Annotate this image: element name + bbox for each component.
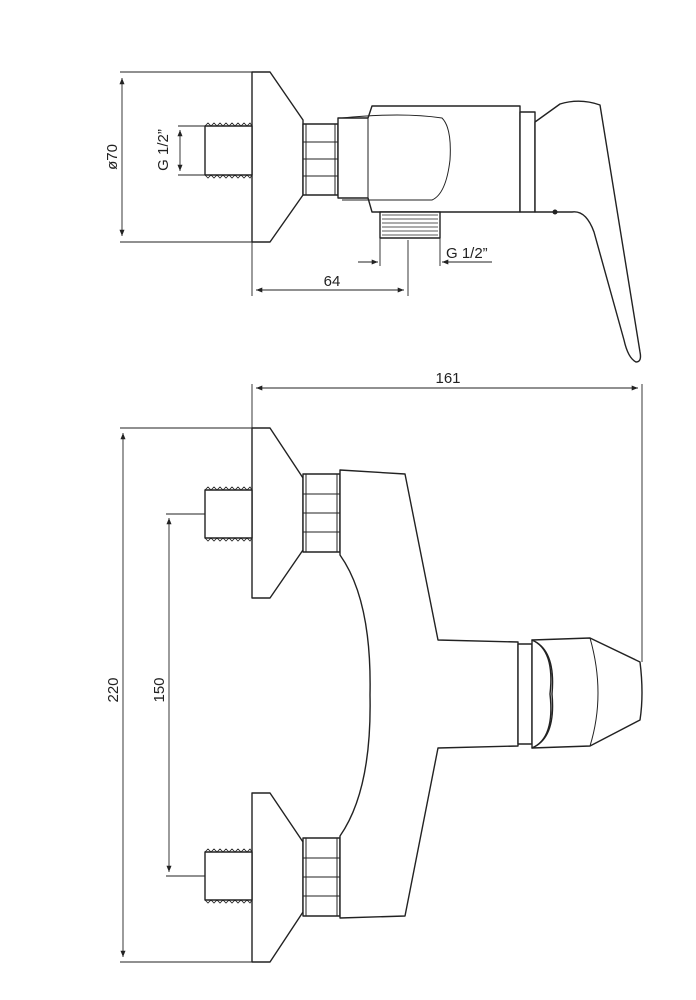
front-bottom-rosette <box>251 792 304 963</box>
depth-label: 64 <box>324 273 341 290</box>
height-label: 220 <box>105 677 122 702</box>
front-top-rosette <box>251 427 304 599</box>
side-view: ø70 G 1/2” G 1/2” 64 <box>104 71 642 363</box>
outlet-thread-label: G 1/2” <box>446 245 488 262</box>
side-outlet-connector <box>379 211 441 239</box>
side-lever-screw <box>552 209 558 215</box>
side-inlet-thread-top <box>204 122 253 127</box>
front-top-nipple <box>204 489 253 539</box>
side-mixer-body <box>337 105 521 213</box>
diameter-label: ø70 <box>104 144 121 170</box>
side-lever-handle <box>534 100 642 363</box>
front-mixer-body <box>339 469 519 919</box>
side-cartridge-ring <box>519 111 536 213</box>
front-bottom-nipple <box>204 851 253 901</box>
side-inlet-thread-bottom <box>204 174 253 179</box>
spacing-label: 150 <box>151 677 168 702</box>
front-view: 161 220 150 <box>105 370 643 963</box>
width-label: 161 <box>435 370 460 387</box>
front-cartridge-collar <box>517 643 533 745</box>
front-lever-handle <box>531 637 643 749</box>
side-wall-rosette <box>251 71 304 243</box>
side-inlet-nipple <box>204 125 253 176</box>
inlet-thread-label: G 1/2” <box>155 129 172 171</box>
